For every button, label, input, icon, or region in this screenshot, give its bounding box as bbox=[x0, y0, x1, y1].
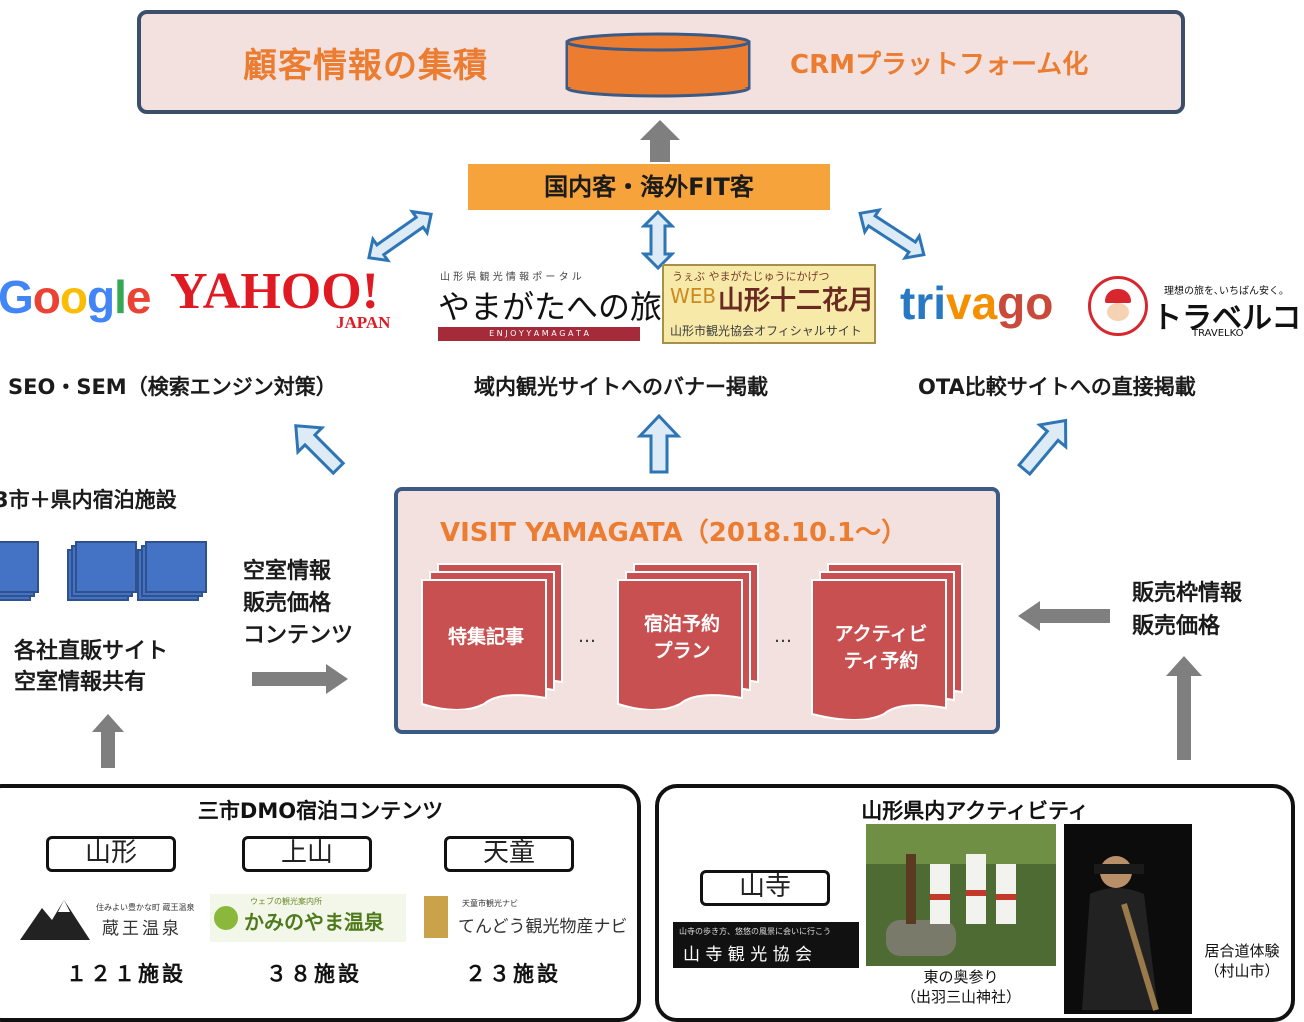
ellipsis: … bbox=[578, 626, 596, 647]
crm-subtitle: CRMプラットフォーム化 bbox=[790, 50, 1089, 80]
yamadera-assoc-main: 山 寺 観 光 協 会 bbox=[683, 945, 813, 965]
yamagata-portal-footer: E N J O Y Y A M A G A T A bbox=[438, 327, 640, 341]
zao-logo-small: 住みよい豊かな町 蔵王温泉 bbox=[96, 903, 195, 912]
right-line2: 販売価格 bbox=[1132, 614, 1221, 639]
travelko-title: トラベルコ bbox=[1152, 301, 1302, 336]
shogi-piece-icon bbox=[424, 896, 448, 938]
doc-feature-label: 特集記事 bbox=[447, 626, 524, 648]
count-yamagata: １２１施設 bbox=[66, 962, 186, 986]
kaminoyama-logo: ウェブの観光案内所 かみのやま温泉 bbox=[210, 894, 406, 942]
facilities-title: 3市＋県内宿泊施設 bbox=[0, 488, 177, 512]
iaido-photo bbox=[1064, 824, 1192, 1014]
photo2-caption-line1: 居合道体験 bbox=[1204, 942, 1280, 960]
doc-activity-label1: アクティビ bbox=[834, 623, 928, 645]
arrow-up-left-icon bbox=[294, 424, 346, 476]
info-line3: コンテンツ bbox=[243, 623, 354, 648]
hanazuki-title: 山形十二花月 bbox=[718, 286, 875, 316]
city-tab-kaminoyama: 上山 bbox=[242, 836, 372, 872]
arrow-up-icon bbox=[640, 120, 680, 162]
ellipsis: … bbox=[774, 626, 792, 647]
seo-label: SEO・SEM（検索エンジン対策） bbox=[8, 375, 337, 399]
photo1-caption-line1: 東の奥参り bbox=[923, 968, 999, 986]
doc-activity-label2: ティ予約 bbox=[843, 650, 919, 672]
database-icon bbox=[565, 32, 751, 98]
city-tab-yamagata: 山形 bbox=[46, 836, 176, 872]
ota-label: OTA比較サイトへの直接掲載 bbox=[918, 375, 1196, 399]
crm-title: 顧客情報の集積 bbox=[243, 46, 488, 86]
city-tab-tendo: 天童 bbox=[444, 836, 574, 872]
yamagata-portal-title: やまがたへの旅 bbox=[438, 288, 663, 326]
google-logo: Google bbox=[0, 271, 151, 323]
double-arrow-icon bbox=[367, 209, 433, 263]
doc-stack-icon bbox=[811, 563, 963, 720]
info-line1: 空室情報 bbox=[243, 559, 332, 584]
trivago-logo: trivago bbox=[900, 277, 1054, 329]
double-arrow-icon bbox=[858, 207, 926, 261]
zao-logo-main: 蔵王温泉 bbox=[102, 919, 182, 939]
visit-yamagata-title: VISIT YAMAGATA（2018.10.1～） bbox=[440, 518, 908, 548]
yahoo-logo: YAHOO! bbox=[170, 263, 379, 320]
doc-stack-icon bbox=[421, 563, 563, 710]
hanazuki-footer: 山形市観光協会オフィシャルサイト bbox=[670, 324, 862, 338]
arrow-up-right-icon bbox=[1016, 418, 1068, 477]
count-tendo: ２３施設 bbox=[465, 962, 561, 986]
right-line1: 販売枠情報 bbox=[1132, 581, 1243, 606]
activity-title: 山形県内アクティビティ bbox=[861, 799, 1089, 823]
direct-sales-line2: 空室情報共有 bbox=[14, 670, 147, 695]
photo1-caption-line2: （出羽三山神社） bbox=[900, 988, 1021, 1006]
shrine-photo bbox=[866, 824, 1056, 966]
count-kaminoyama: ３８施設 bbox=[266, 962, 362, 986]
hanazuki-top: うぇぶ やまがたじゅうにかげつ bbox=[672, 270, 830, 283]
yamadera-assoc-logo: 山寺の歩き方、悠悠の風景に会いに行こう 山 寺 観 光 協 会 bbox=[673, 922, 859, 968]
kaminoyama-logo-small: ウェブの観光案内所 bbox=[250, 897, 322, 906]
arrow-right-icon bbox=[252, 664, 348, 694]
arrow-up-icon bbox=[1166, 656, 1202, 760]
direct-sales-line1: 各社直販サイト bbox=[14, 639, 169, 664]
dmo-title: 三市DMO宿泊コンテンツ bbox=[197, 799, 444, 823]
mountain-logo-icon bbox=[20, 900, 90, 940]
documents-stack-icon bbox=[0, 541, 207, 601]
yahoo-japan-label: JAPAN bbox=[336, 313, 391, 332]
yamadera-assoc-sub: 山寺の歩き方、悠悠の風景に会いに行こう bbox=[679, 927, 831, 936]
arrow-up-icon bbox=[636, 414, 682, 474]
arrow-up-icon bbox=[92, 714, 124, 768]
banner-label: 域内観光サイトへのバナー掲載 bbox=[474, 375, 768, 399]
doc-lodging-label1: 宿泊予約 bbox=[643, 613, 720, 635]
doc-lodging-label2: プラン bbox=[653, 640, 711, 662]
travelko-tagline: 理想の旅を､いちばん安く｡ bbox=[1164, 286, 1284, 297]
double-arrow-icon bbox=[641, 210, 675, 270]
yamagata-portal-logo: 山 形 県 観 光 情 報 ポ ー タ ル やまがたへの旅 E N J O Y … bbox=[438, 268, 662, 344]
kaminoyama-emblem-icon bbox=[214, 906, 238, 930]
arrow-left-icon bbox=[1018, 601, 1110, 631]
photo2-caption-line2: （村山市） bbox=[1204, 962, 1280, 980]
yamagata-portal-header: 山 形 県 観 光 情 報 ポ ー タ ル bbox=[440, 272, 582, 283]
city-tab-yamadera: 山寺 bbox=[700, 870, 830, 906]
info-line2: 販売価格 bbox=[243, 591, 332, 616]
hanazuki-web: WEB bbox=[670, 284, 717, 308]
kaminoyama-logo-main: かみのやま温泉 bbox=[244, 910, 384, 934]
tendo-logo-main: てんどう観光物産ナビ bbox=[458, 917, 628, 937]
doc-stack-icon bbox=[617, 563, 759, 710]
hanazuki-logo: うぇぶ やまがたじゅうにかげつ WEB 山形十二花月 山形市観光協会オフィシャル… bbox=[662, 264, 876, 344]
travelko-emblem-icon bbox=[1088, 276, 1148, 336]
travelko-subtitle: TRAVELKO bbox=[1192, 328, 1244, 339]
tendo-logo-small: 天童市観光ナビ bbox=[462, 899, 518, 908]
customer-box: 国内客・海外FIT客 bbox=[468, 164, 830, 210]
